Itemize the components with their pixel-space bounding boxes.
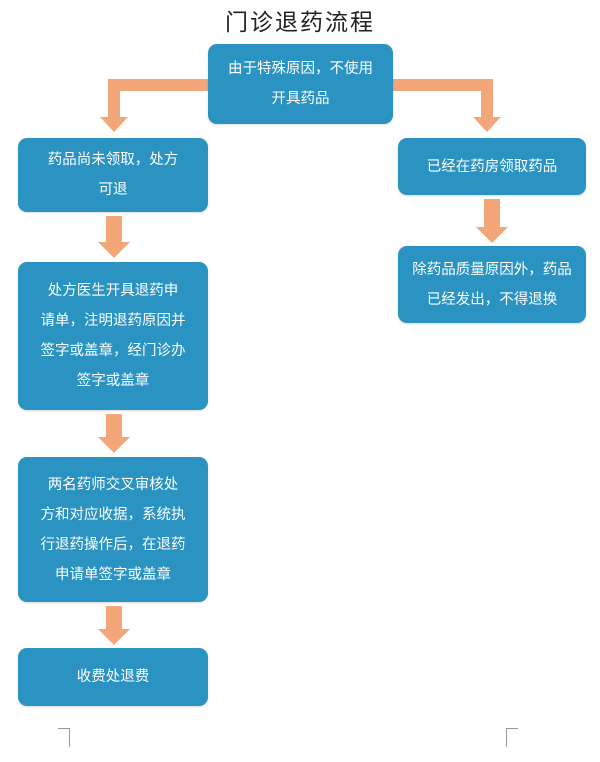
- node-no-exchange-line-2: 已经发出，不得退换: [426, 291, 558, 308]
- node-doctor-apply-line-1: 处方医生开具退药申: [47, 283, 179, 299]
- arrow-collected-to-no-exchange: [476, 199, 508, 243]
- arrow-start-to-not-collected: [100, 79, 208, 132]
- arrow-not-collected-to-doctor: [98, 216, 130, 258]
- node-no-exchange-line-1: 除药品质量原因外，药品: [412, 261, 572, 278]
- node-not-collected-line-1: 药品尚未领取，处方: [47, 152, 179, 168]
- node-pharmacist-review-line-2: 方和对应收据，系统执: [40, 506, 186, 523]
- node-refund-line-1: 收费处退费: [76, 669, 150, 685]
- node-doctor-apply: 处方医生开具退药申 请单，注明退药原因并 签字或盖章，经门诊办 签字或盖章: [18, 262, 208, 410]
- page-corner-mark-right: [506, 728, 518, 747]
- node-doctor-apply-line-3: 签字或盖章，经门诊办: [40, 343, 186, 359]
- node-doctor-apply-line-4: 签字或盖章: [76, 373, 150, 389]
- page-corner-mark-left: [58, 728, 70, 747]
- node-collected: 已经在药房领取药品: [398, 138, 586, 195]
- arrow-pharmacist-to-refund: [98, 606, 130, 645]
- node-pharmacist-review-line-3: 行退药操作后，在退药: [40, 536, 186, 553]
- node-not-collected-line-2: 可退: [98, 182, 128, 198]
- node-doctor-apply-line-2: 请单，注明退药原因并: [40, 313, 186, 329]
- node-refund: 收费处退费: [18, 648, 208, 706]
- arrow-doctor-to-pharmacist: [98, 414, 130, 453]
- node-pharmacist-review: 两名药师交叉审核处 方和对应收据，系统执 行退药操作后，在退药 申请单签字或盖章: [18, 457, 208, 602]
- node-collected-line-1: 已经在药房领取药品: [426, 158, 558, 175]
- node-start-line-2: 开具药品: [271, 91, 330, 107]
- node-not-collected: 药品尚未领取，处方 可退: [18, 138, 208, 212]
- node-pharmacist-review-line-1: 两名药师交叉审核处: [47, 476, 179, 493]
- page-title: 门诊退药流程: [225, 10, 375, 36]
- node-start-line-1: 由于特殊原因，不使用: [228, 61, 373, 77]
- node-no-exchange: 除药品质量原因外，药品 已经发出，不得退换: [398, 246, 586, 323]
- arrow-start-to-collected: [393, 79, 501, 132]
- node-start: 由于特殊原因，不使用 开具药品: [208, 44, 393, 124]
- node-pharmacist-review-line-4: 申请单签字或盖章: [55, 566, 171, 583]
